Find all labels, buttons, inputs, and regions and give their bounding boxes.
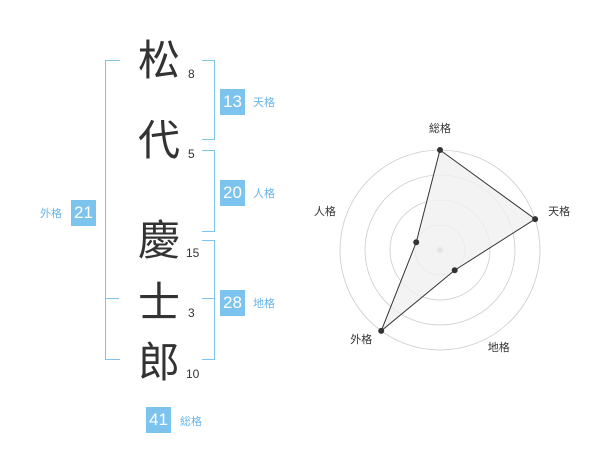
radar-axis-label-2: 天格 [548, 204, 570, 218]
radar-axis-label-3: 地格 [488, 340, 510, 354]
chikaku-bracket-mid-tick [202, 298, 214, 299]
jinkaku-value: 20 [220, 180, 245, 206]
radar-axis-label-5: 人格 [314, 204, 336, 218]
tenkaku-value: 13 [220, 89, 245, 115]
jinkaku-label: 人格 [253, 187, 275, 200]
chikaku-value: 28 [220, 290, 245, 316]
gaikaku-label: 外格 [40, 207, 62, 220]
jinkaku-bracket [202, 150, 215, 232]
name-char-5: 郎 [137, 338, 180, 387]
stroke-count-2: 5 [188, 147, 195, 161]
name-char-1: 松 [137, 36, 180, 85]
gaikaku-value: 21 [71, 200, 96, 226]
stroke-count-1: 8 [188, 67, 195, 81]
name-char-2: 代 [137, 116, 180, 165]
gaikaku-bracket-mid-tick [105, 298, 119, 299]
chikaku-bracket [202, 240, 215, 360]
gaikaku-bracket [105, 60, 120, 360]
radar-point-2 [532, 216, 539, 223]
radar-data-polygon [380, 149, 536, 332]
chikaku-label: 地格 [253, 297, 275, 310]
radar-axis-label-1: 総格 [429, 121, 451, 135]
soukaku-label: 総格 [180, 415, 202, 428]
radar-point-5 [413, 239, 420, 246]
tenkaku-label: 天格 [253, 96, 275, 109]
stroke-count-5: 10 [186, 367, 200, 381]
radar-point-3 [451, 267, 458, 274]
name-char-4: 士 [137, 278, 180, 327]
stroke-count-4: 3 [188, 306, 195, 320]
radar-axis-label-4: 外格 [350, 332, 372, 346]
soukaku-value: 41 [146, 407, 171, 433]
radar-point-4 [378, 327, 385, 334]
radar-point-1 [437, 147, 443, 153]
tenkaku-bracket [202, 60, 215, 140]
name-char-3: 慶 [137, 216, 180, 265]
stroke-count-3: 15 [186, 246, 200, 260]
